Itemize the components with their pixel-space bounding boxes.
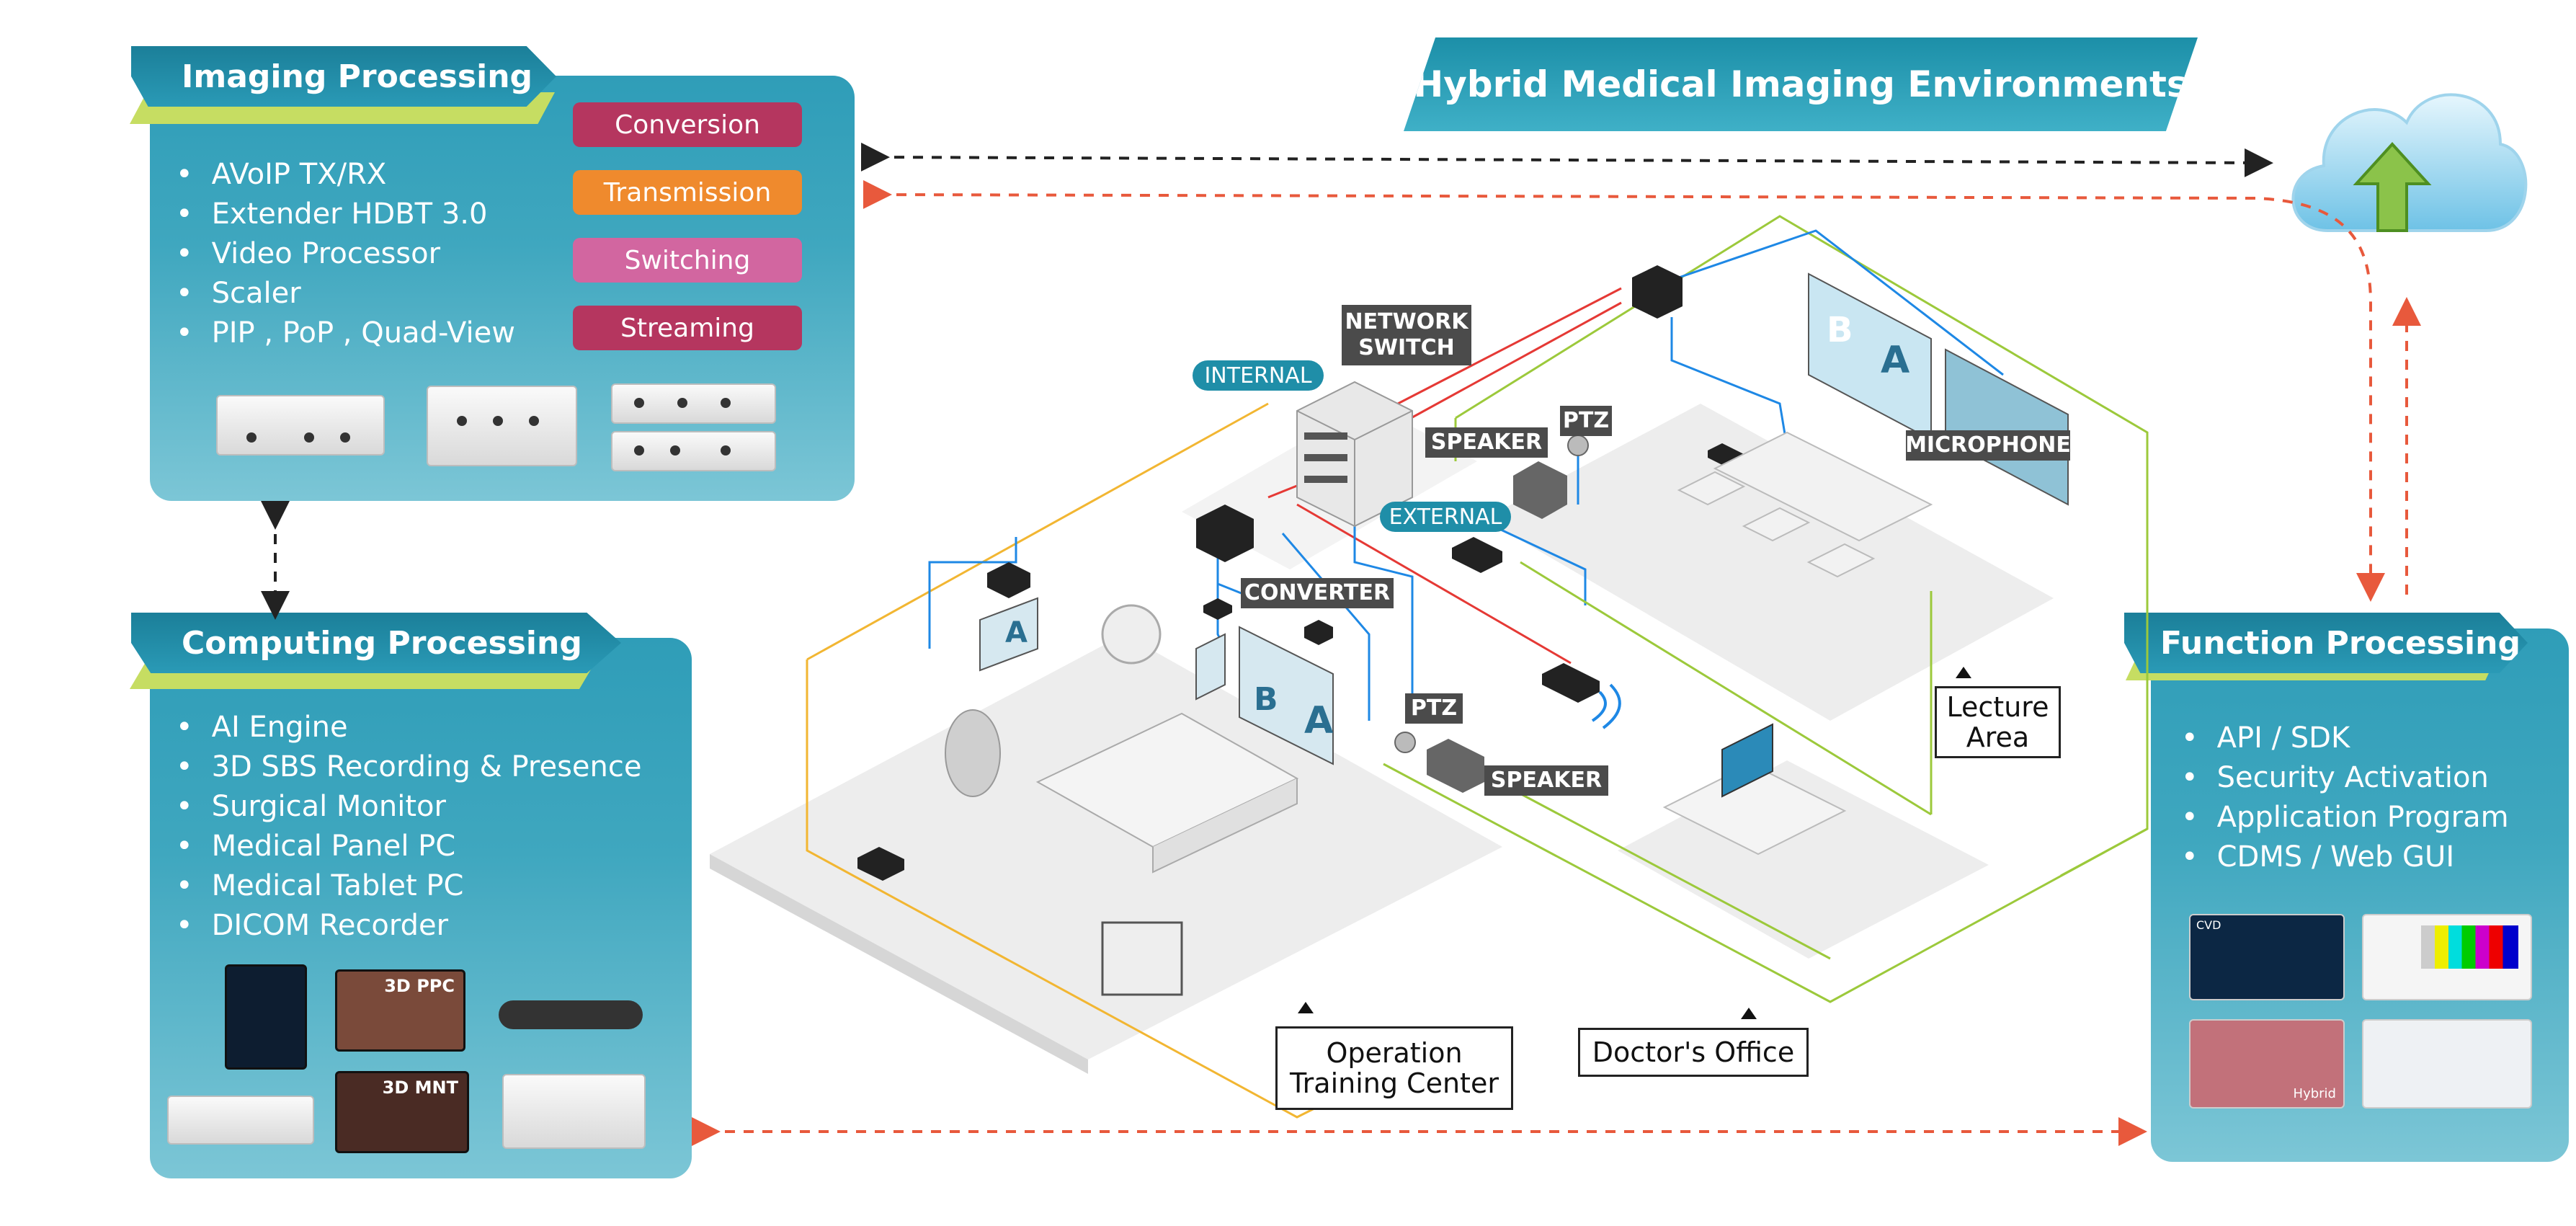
list-item: AI Engine [153,708,641,747]
wifi-icon [1591,683,1621,729]
cloud-link-black-arrow [860,142,2273,177]
ptz-top-icon [1567,435,1589,456]
lecture-marker [1956,667,1971,678]
screen-letter-a-op2: A [1304,699,1334,742]
3d-ppc-image: 3D PPC [335,969,465,1052]
tag-conversion: Conversion [573,102,802,147]
list-item: Video Processor [153,234,515,274]
ptz-bottom-icon [1394,732,1416,753]
function-list: API / SDK Security Activation Applicatio… [2158,719,2509,877]
network-switch-label: NETWORK SWITCH [1342,305,1471,365]
screen-letter-a-op: A [1005,616,1028,649]
avoip-device-image [216,395,385,456]
function-heading: Function Processing [2124,613,2528,673]
operation-screens [979,597,1334,765]
list-item: Extender HDBT 3.0 [153,195,515,234]
speaker-bottom-label: SPEAKER [1484,765,1608,796]
3d-mnt-label: 3D MNT [382,1078,458,1098]
list-item: Application Program [2158,798,2509,838]
list-item: Medical Panel PC [153,827,641,866]
doctor-marker [1741,1008,1757,1019]
cdms-screenshot-2 [2362,914,2532,1000]
3d-ppc-label: 3D PPC [384,976,455,996]
list-item: Medical Tablet PC [153,866,641,906]
tag-switching: Switching [573,238,802,283]
tag-transmission: Transmission [573,170,802,215]
medical-cart-icon [1101,921,1183,996]
operating-table-icon [945,604,1299,874]
speaker-top-icon [1513,461,1567,519]
hdmi-converter-image [611,431,776,471]
list-item: PIP , PoP , Quad-View [153,314,515,353]
recorder-box-image [167,1096,314,1145]
list-item: 3D SBS Recording & Presence [153,747,642,787]
external-label: EXTERNAL [1380,502,1511,532]
lecture-floor [1484,404,2054,721]
green-cables [1491,561,1932,960]
ptz-top-label: PTZ [1560,406,1612,436]
operation-area-label: Operation Training Center [1275,1026,1513,1110]
list-item: Surgical Monitor [153,787,641,827]
cdms-screenshot-1: CVD [2189,914,2345,1000]
operation-marker [1298,1002,1314,1013]
converter-label: CONVERTER [1241,578,1394,608]
3d-mnt-image: 3D MNT [335,1071,469,1153]
cloud-link-red-arrow [863,179,2385,602]
computing-heading: Computing Processing [131,613,621,673]
hybrid-logo-text: Hybrid [2293,1086,2336,1101]
computing-list: AI Engine 3D SBS Recording & Presence Su… [153,708,642,946]
tag-streaming: Streaming [573,306,802,350]
cvd-logo-text: CVD [2196,918,2221,932]
speaker-bottom-icon [1427,739,1484,793]
ptz-bottom-label: PTZ [1405,693,1463,724]
list-item: Scaler [153,274,515,314]
list-item: CDMS / Web GUI [2158,838,2509,877]
cdms-screenshot-4 [2362,1019,2532,1109]
doctor-area-label: Doctor's Office [1578,1028,1809,1077]
speaker-top-label: SPEAKER [1425,427,1548,458]
screen-letter-b-top: B [1827,310,1853,350]
microphone-label: MICROPHONE [1905,430,2071,461]
internal-label: INTERNAL [1193,360,1324,391]
cdms-screenshot-3: Hybrid [2189,1019,2345,1109]
list-item: API / SDK [2158,719,2509,758]
screen-letter-b-op: B [1254,681,1278,718]
doctor-zone-outline [1383,763,2148,1003]
list-item: AVoIP TX/RX [153,155,515,195]
sdi-converter-image [611,383,776,424]
dicom-monitor-image [225,964,307,1070]
operation-zone-outline [806,659,1327,1119]
list-item: Security Activation [2158,758,2509,798]
page-title: Hybrid Medical Imaging Environments [1404,37,2198,131]
imaging-list: AVoIP TX/RX Extender HDBT 3.0 Video Proc… [153,155,515,353]
screen-letter-a-top: A [1881,339,1910,382]
imaging-heading: Imaging Processing [131,46,556,107]
medical-tablet-image [502,1074,646,1149]
lecture-screens [1808,272,2069,506]
network-switch-icon [1296,381,1413,528]
lecture-furniture [1677,431,1933,578]
vr-headset-image [499,1000,643,1029]
doctor-desk-icon [1662,723,1847,856]
lecture-area-label: Lecture Area [1935,686,2061,758]
list-item: DICOM Recorder [153,906,641,946]
wallplate-device-image [427,386,577,466]
